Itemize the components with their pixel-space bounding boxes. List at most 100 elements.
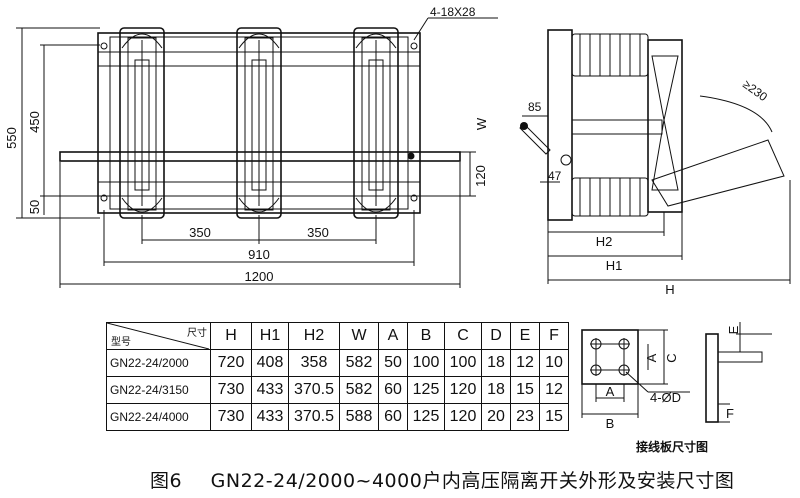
corner-label-bottom: 型号 xyxy=(111,337,131,348)
plate-label-holes: 4-ØD xyxy=(650,390,681,405)
col-header: H xyxy=(210,322,252,350)
corner-label-top: 尺寸 xyxy=(187,328,207,339)
value-cell: 720 xyxy=(210,349,252,377)
value-cell: 23 xyxy=(510,403,540,431)
side-base xyxy=(547,29,573,221)
corner-diagonal xyxy=(107,323,209,349)
bottom-dimensions xyxy=(59,162,461,288)
dim-910: 910 xyxy=(248,247,270,262)
col-header: B xyxy=(407,322,445,350)
value-cell: 408 xyxy=(251,349,289,377)
figure-number: 图6 xyxy=(150,470,183,492)
col-header: A xyxy=(378,322,408,350)
left-dimensions xyxy=(16,27,100,219)
dim-120: 120 xyxy=(473,165,488,187)
value-cell: 125 xyxy=(407,403,445,431)
dim-47: 47 xyxy=(548,169,562,183)
front-view: 550 450 50 350 350 910 1200 4-18X28 xyxy=(4,5,498,288)
value-cell: 18 xyxy=(481,376,511,404)
plate-label-a-horz: A xyxy=(606,384,615,399)
col-header: W xyxy=(339,322,379,350)
plate-label-e: E xyxy=(726,325,741,334)
plate-outline xyxy=(581,329,639,385)
value-cell: 433 xyxy=(251,376,289,404)
plate-label-a-vert: A xyxy=(644,353,659,362)
angle-arc xyxy=(699,95,773,133)
side-pivot xyxy=(560,154,572,166)
value-cell: 730 xyxy=(210,403,252,431)
table-row: GN22-24/3150 730 433 370.5 582 60 125 12… xyxy=(106,376,569,404)
value-cell: 582 xyxy=(339,349,379,377)
mount-hole xyxy=(100,42,108,50)
dim-550: 550 xyxy=(4,127,19,149)
right-dimensions xyxy=(413,17,498,197)
plate-label-c-vert: C xyxy=(664,353,679,362)
value-cell: 100 xyxy=(407,349,445,377)
mount-hole xyxy=(100,194,108,202)
value-cell: 588 xyxy=(339,403,379,431)
pole-1 xyxy=(119,27,165,219)
dim-350-left: 350 xyxy=(189,225,211,240)
value-cell: 10 xyxy=(539,349,569,377)
dim-h1: H1 xyxy=(606,258,623,273)
dim-1200: 1200 xyxy=(245,269,274,284)
table-header-row: 尺寸 型号 H H1 H2 W A B C D E F xyxy=(106,322,569,350)
side-shaft-bar xyxy=(571,119,663,135)
dim-350-right: 350 xyxy=(307,225,329,240)
shaft-pin xyxy=(407,152,415,160)
upper-insulator xyxy=(571,33,649,77)
value-cell: 730 xyxy=(210,376,252,404)
value-cell: 433 xyxy=(251,403,289,431)
table-row: GN22-24/4000 730 433 370.5 588 60 125 12… xyxy=(106,403,569,431)
mount-hole xyxy=(410,194,418,202)
knife-open xyxy=(651,139,785,207)
plate-side xyxy=(705,333,719,423)
value-cell: 12 xyxy=(539,376,569,404)
value-cell: 125 xyxy=(407,376,445,404)
pole-3 xyxy=(353,27,399,219)
dim-hole-spec: 4-18X28 xyxy=(430,5,476,19)
dim-50: 50 xyxy=(27,200,42,214)
front-frame-inner xyxy=(109,36,409,210)
value-cell: 358 xyxy=(288,349,340,377)
terminal-plate-caption: 接线板尺寸图 xyxy=(636,440,709,454)
dim-w: W xyxy=(474,117,489,130)
col-header: H1 xyxy=(251,322,289,350)
model-cell: GN22-24/2000 xyxy=(106,349,211,377)
knife-blade xyxy=(651,55,679,191)
plate-label-b-horz: B xyxy=(606,416,615,431)
col-header: E xyxy=(510,322,540,350)
figure-title: GN22-24/2000~4000户内高压隔离开关外形及安装尺寸图 xyxy=(210,470,735,492)
value-cell: 100 xyxy=(444,349,482,377)
operating-shaft xyxy=(59,151,461,162)
value-cell: 120 xyxy=(444,403,482,431)
table-row: GN22-24/2000 720 408 358 582 50 100 100 … xyxy=(106,349,569,377)
dim-85: 85 xyxy=(528,100,542,114)
value-cell: 15 xyxy=(539,403,569,431)
value-cell: 12 xyxy=(510,349,540,377)
model-cell: GN22-24/3150 xyxy=(106,376,211,404)
dim-h2: H2 xyxy=(596,234,613,249)
table-corner-cell: 尺寸 型号 xyxy=(106,322,211,350)
col-header: F xyxy=(539,322,569,350)
model-cell: GN22-24/4000 xyxy=(106,403,211,431)
col-header: H2 xyxy=(288,322,340,350)
col-header: C xyxy=(444,322,482,350)
pole-2 xyxy=(236,27,282,219)
col-header: D xyxy=(481,322,511,350)
lower-insulator xyxy=(571,177,649,217)
side-view: 85 47 H2 H1 H ≥230 xyxy=(519,29,791,297)
value-cell: 20 xyxy=(481,403,511,431)
value-cell: 50 xyxy=(378,349,408,377)
terminal-plate-drawing xyxy=(581,322,772,423)
value-cell: 370.5 xyxy=(288,376,340,404)
dim-450: 450 xyxy=(27,111,42,133)
value-cell: 370.5 xyxy=(288,403,340,431)
handle-knob xyxy=(520,122,528,130)
value-cell: 60 xyxy=(378,376,408,404)
side-contact xyxy=(647,39,683,213)
dim-angle: ≥230 xyxy=(740,77,770,104)
plate-tab xyxy=(717,351,763,363)
figure-caption: 图6 GN22-24/2000~4000户内高压隔离开关外形及安装尺寸图 xyxy=(150,466,734,493)
